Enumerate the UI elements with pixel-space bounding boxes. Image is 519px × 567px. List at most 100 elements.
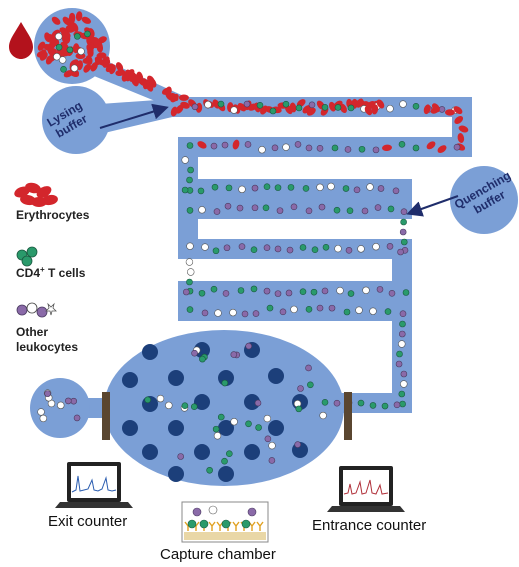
cd4-cell bbox=[287, 184, 295, 191]
cd4-cell bbox=[321, 399, 329, 406]
cd4-cell bbox=[333, 206, 341, 214]
erythrocyte bbox=[62, 16, 71, 26]
leukocyte bbox=[386, 243, 394, 250]
leukocyte bbox=[238, 243, 246, 250]
pillar bbox=[122, 372, 138, 388]
cd4-cell bbox=[186, 207, 194, 214]
other-leukocyte bbox=[229, 308, 237, 317]
leukocyte bbox=[305, 207, 313, 215]
erythrocyte bbox=[81, 16, 91, 24]
cd4-cell bbox=[322, 243, 330, 251]
erythrocyte bbox=[49, 39, 60, 47]
leukocyte bbox=[183, 288, 190, 296]
erythrocyte bbox=[44, 32, 52, 43]
leukocyte bbox=[210, 142, 218, 150]
cd4-cell bbox=[217, 100, 225, 108]
erythrocyte bbox=[115, 62, 124, 72]
leukocyte bbox=[263, 287, 271, 295]
other-leukocyte bbox=[181, 156, 189, 164]
cd4-cell bbox=[250, 285, 258, 293]
inset-leukocyte bbox=[192, 507, 202, 517]
cd4-cell bbox=[197, 187, 205, 195]
cd4-cell bbox=[384, 308, 392, 315]
cd4-legend-icon bbox=[16, 246, 38, 267]
cd4-cell bbox=[187, 166, 194, 174]
other-leukocyte bbox=[186, 242, 194, 250]
erythrocyte bbox=[87, 47, 94, 58]
other-leukocyte bbox=[372, 243, 380, 251]
erythrocyte bbox=[457, 133, 465, 143]
other-leukocyte bbox=[334, 244, 342, 253]
cd4-cell bbox=[181, 186, 189, 194]
other-leukocyte bbox=[58, 56, 67, 64]
leukocyte bbox=[245, 342, 252, 350]
cd4-cell bbox=[398, 390, 406, 398]
other-leukocyte bbox=[213, 432, 222, 440]
erythrocyte bbox=[75, 11, 83, 22]
erythrocyte bbox=[339, 103, 347, 113]
cd4-cell bbox=[186, 142, 194, 149]
other-leukocyte bbox=[336, 286, 344, 295]
other-leukocyte bbox=[230, 106, 238, 114]
erythrocyte bbox=[453, 106, 463, 115]
cd4-cell bbox=[400, 218, 407, 226]
cd4-label-rest: T cells bbox=[45, 266, 86, 280]
other-leukocyte bbox=[77, 47, 85, 56]
erythrocyte bbox=[37, 41, 46, 51]
pillar bbox=[218, 420, 234, 436]
antibody-icon bbox=[256, 521, 264, 531]
erythrocyte bbox=[178, 94, 189, 101]
leukocyte bbox=[252, 310, 260, 317]
erythrocyte bbox=[306, 107, 316, 116]
cd4-cell bbox=[262, 204, 270, 212]
leukocyte bbox=[333, 399, 341, 407]
erythrocyte bbox=[124, 69, 131, 80]
cd4-cell bbox=[206, 466, 213, 474]
cd4-cell bbox=[221, 457, 228, 465]
cd4-cell bbox=[256, 101, 264, 109]
erythrocyte bbox=[170, 93, 179, 103]
cd4-cell bbox=[212, 425, 220, 433]
antibody-icon bbox=[232, 521, 240, 531]
cd4-cell bbox=[295, 405, 303, 413]
other-leukocytes-label-line1: Other bbox=[16, 325, 48, 339]
cd4-cell bbox=[347, 104, 355, 112]
leukocyte bbox=[345, 247, 353, 254]
cd4-cell bbox=[266, 304, 274, 312]
cd4-cell bbox=[412, 102, 420, 110]
other-leukocyte bbox=[316, 183, 324, 192]
pillar bbox=[268, 420, 284, 436]
erythrocyte bbox=[356, 98, 364, 108]
cd4-cell bbox=[381, 402, 389, 410]
cd4-cell bbox=[181, 402, 189, 410]
cd4-cell bbox=[305, 306, 313, 313]
cd4-cell bbox=[186, 176, 193, 184]
leukocyte bbox=[344, 146, 352, 153]
leukocyte bbox=[328, 304, 336, 312]
leukocyte bbox=[264, 435, 272, 443]
cd4-cell bbox=[274, 184, 282, 191]
cd4-cell bbox=[237, 287, 245, 294]
cd4-cell bbox=[402, 289, 410, 296]
erythrocyte bbox=[83, 63, 92, 73]
blood-drop-icon bbox=[9, 22, 33, 59]
leukocyte bbox=[376, 286, 384, 293]
leukocyte bbox=[285, 289, 293, 297]
cd4-cell bbox=[250, 246, 258, 254]
other-leukocyte bbox=[399, 100, 407, 108]
cd4-cell bbox=[245, 420, 252, 428]
cd4-cell bbox=[346, 207, 354, 214]
leukocyte bbox=[297, 385, 304, 392]
cd4-cell bbox=[221, 379, 229, 387]
leukocyte bbox=[318, 203, 326, 211]
leukocyte bbox=[251, 184, 259, 192]
entrance-electrode bbox=[344, 392, 352, 440]
erythrocyte bbox=[437, 145, 447, 153]
other-leukocyte bbox=[187, 268, 195, 276]
erythrocyte bbox=[51, 16, 61, 25]
other-leukocyte bbox=[214, 309, 222, 317]
leukocyte bbox=[438, 106, 446, 113]
pillar bbox=[168, 370, 184, 386]
serpentine-row-2 bbox=[178, 137, 472, 157]
